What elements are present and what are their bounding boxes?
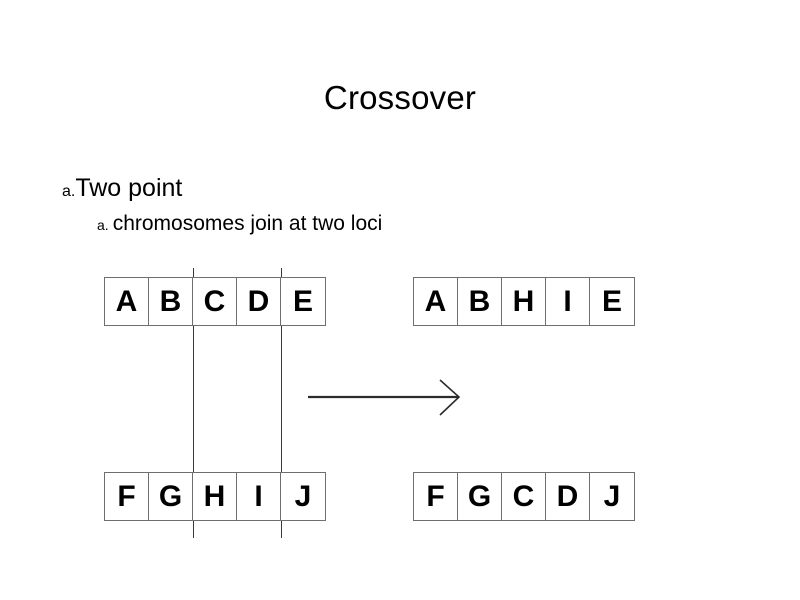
bullet-marker: a.	[62, 183, 76, 200]
gene-cell: I	[237, 473, 281, 520]
sub-bullet-marker: a.	[97, 217, 109, 233]
gene-cell: E	[281, 278, 325, 325]
crossover-cut-line-1	[193, 268, 194, 538]
gene-cell: J	[590, 473, 634, 520]
gene-cell: D	[546, 473, 590, 520]
page-title: Crossover	[323, 79, 477, 116]
gene-cell: B	[458, 278, 502, 325]
chromosome-strip-parent-1: A B C D E	[104, 277, 326, 326]
gene-cell: F	[105, 473, 149, 520]
gene-cell: I	[546, 278, 590, 325]
gene-cell: B	[149, 278, 193, 325]
bullet-item-two-point: a.Two point	[62, 172, 182, 208]
gene-cell: F	[414, 473, 458, 520]
gene-cell: A	[414, 278, 458, 325]
chromosome-strip-recombinant-1: A B H I E	[413, 277, 635, 326]
gene-cell: C	[502, 473, 546, 520]
gene-cell: H	[193, 473, 237, 520]
gene-cell: A	[105, 278, 149, 325]
sub-bullet-text: chromosomes join at two loci	[112, 212, 383, 235]
bullet-text: Two point	[75, 174, 183, 202]
bullet-item-chromosomes-join: a.chromosomes join at two loci	[97, 210, 382, 239]
transformation-arrow-icon	[308, 379, 461, 416]
gene-cell: G	[149, 473, 193, 520]
gene-cell: G	[458, 473, 502, 520]
gene-cell: D	[237, 278, 281, 325]
chromosome-strip-parent-2: F G H I J	[104, 472, 326, 521]
gene-cell: J	[281, 473, 325, 520]
crossover-cut-line-2	[281, 268, 282, 538]
gene-cell: C	[193, 278, 237, 325]
gene-cell: H	[502, 278, 546, 325]
gene-cell: E	[590, 278, 634, 325]
chromosome-strip-recombinant-2: F G C D J	[413, 472, 635, 521]
